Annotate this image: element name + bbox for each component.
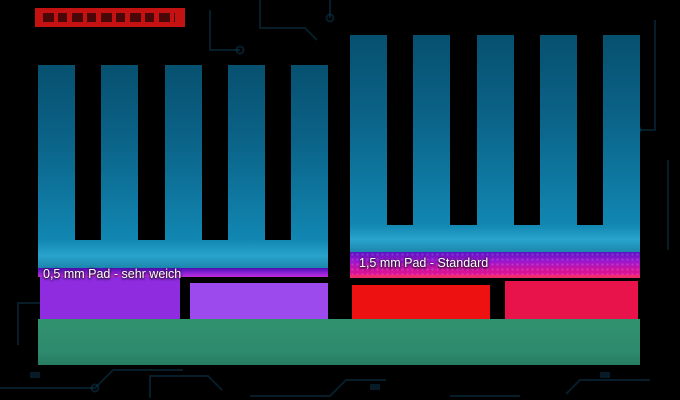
heatsink-base-left <box>38 240 328 268</box>
heatsink-fin <box>227 65 265 240</box>
components-left <box>38 277 328 319</box>
heatsink-fin <box>291 65 328 240</box>
components-right <box>350 278 640 319</box>
heatsink-fins-right <box>350 35 640 225</box>
pad-label-right: 1,5 mm Pad - Standard <box>359 256 489 270</box>
component-chip <box>505 281 638 319</box>
heatsink-fin <box>476 35 514 225</box>
heatsink-fin <box>413 35 451 225</box>
heatsink-assembly-left: 0,5 mm Pad - sehr weich <box>38 65 328 319</box>
heatsink-fin <box>603 35 640 225</box>
heatsink-fin <box>164 65 202 240</box>
heatsink-fin <box>101 65 139 240</box>
thermal-pad-right <box>350 252 640 278</box>
heatsink-base-right <box>350 225 640 252</box>
banner-illegible-text <box>43 13 175 22</box>
component-chip <box>352 285 490 319</box>
component-chip <box>190 283 328 319</box>
heatsink-assembly-right: 1,5 mm Pad - Standard <box>350 35 640 319</box>
heatsink-fins-left <box>38 65 328 240</box>
pcb-board <box>38 319 640 365</box>
thermal-pad-left <box>38 268 328 277</box>
heatsink-fin <box>38 65 75 240</box>
heatsink-fin <box>539 35 577 225</box>
heatsink-fin <box>350 35 387 225</box>
pad-label-left: 0,5 mm Pad - sehr weich <box>43 267 182 281</box>
component-chip <box>40 277 180 319</box>
top-left-red-banner <box>35 8 185 27</box>
